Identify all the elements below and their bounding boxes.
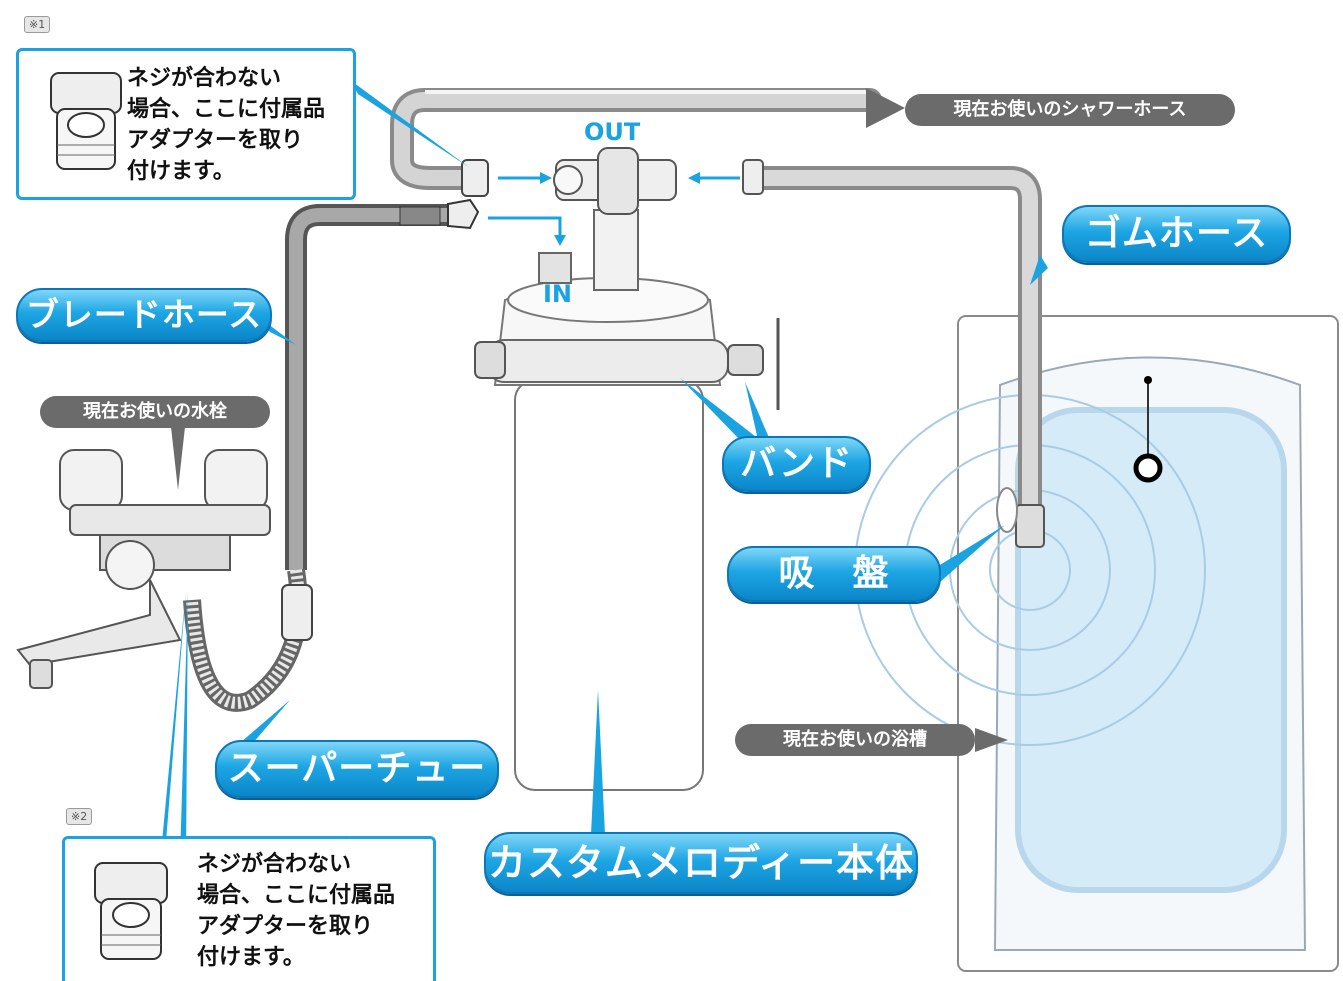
faucet-label: 現在お使いの水栓 [40, 396, 270, 428]
shower-hose-label: 現在お使いのシャワーホース [905, 94, 1235, 126]
super-tube [183, 568, 313, 712]
suction-cup-label: 吸 盤 [727, 546, 941, 602]
note-2-tag: ※2 [66, 808, 93, 825]
band-label: バンド [722, 436, 871, 492]
adapter-icon [50, 72, 122, 170]
main-unit [461, 147, 780, 791]
note-1-box: ネジが合わない 場合、ここに付属品 アダプターを取り 付けます。 [16, 48, 356, 200]
faucet [16, 449, 271, 689]
braided-hose [285, 198, 480, 570]
braided-hose-label: ブレードホース [16, 288, 272, 342]
shower-hose [390, 88, 882, 190]
bathtub [854, 315, 1339, 972]
note-2-box: ネジが合わない 場合、ここに付属品 アダプターを取り 付けます。 [62, 836, 436, 981]
in-label: IN [543, 280, 573, 308]
bathtub-label: 現在お使いの浴槽 [735, 724, 975, 756]
gray-label-tails [170, 88, 1008, 752]
note-2-text: ネジが合わない 場合、ここに付属品 アダプターを取り 付けます。 [197, 852, 396, 970]
super-tube-label: スーパーチューブ [215, 740, 499, 843]
adapter-icon [94, 862, 168, 960]
main-unit-label: カスタムメロディー本体 [484, 832, 918, 894]
note-1-tag: ※1 [24, 16, 51, 33]
note-1-text: ネジが合わない 場合、ここに付属品 アダプターを取り 付けます。 [127, 66, 326, 184]
out-label: OUT [584, 118, 641, 146]
rubber-hose [742, 159, 1045, 548]
rubber-hose-label: ゴムホース [1062, 205, 1291, 263]
flow-arrows [488, 172, 740, 246]
